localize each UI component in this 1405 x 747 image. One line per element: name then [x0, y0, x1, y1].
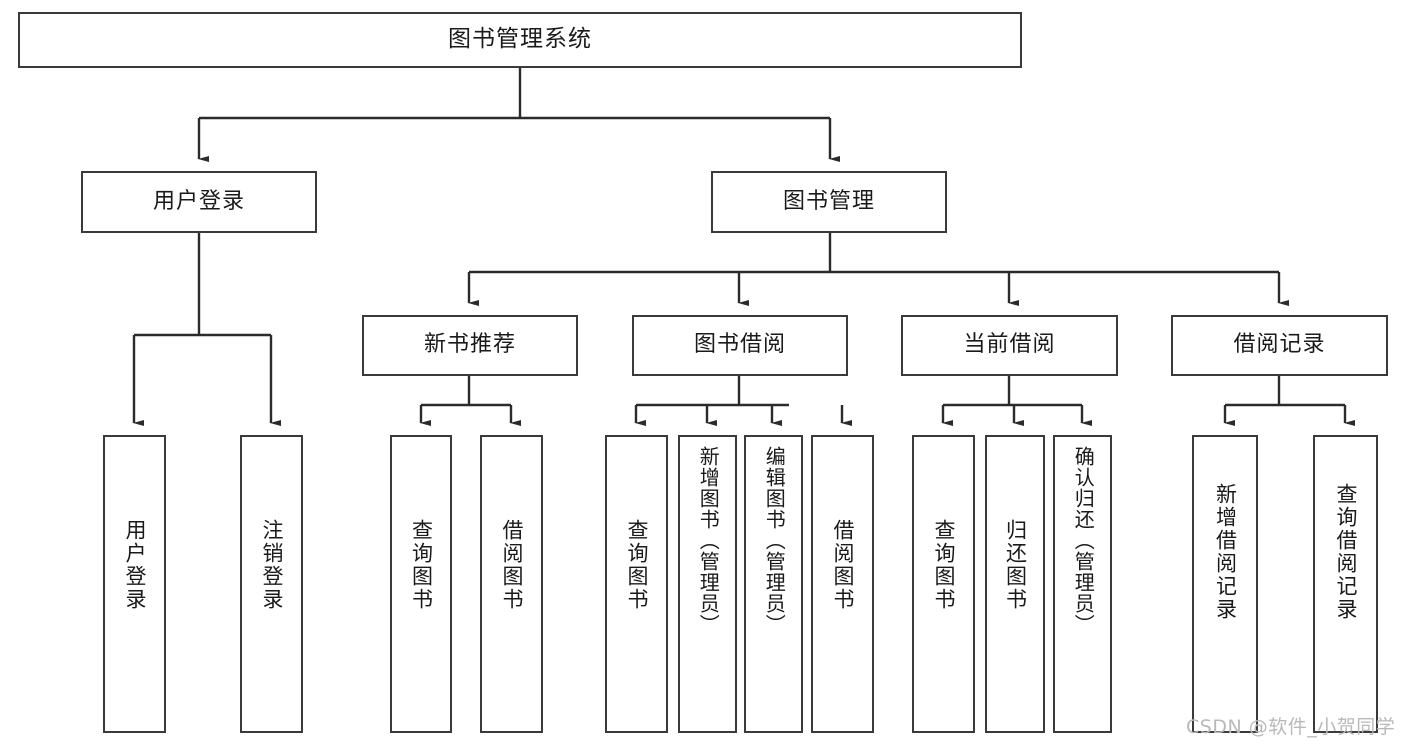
- leaf-user-login[interactable]: 用户登录: [103, 435, 166, 733]
- leaf-add-borrow-record[interactable]: 新增借阅记录: [1192, 435, 1258, 733]
- leaf-label: 借阅图书: [499, 519, 524, 611]
- leaf-query-book-recommend[interactable]: 查询图书: [390, 435, 452, 733]
- node-book-management[interactable]: 图书管理: [711, 171, 947, 233]
- node-label: 图书管理: [782, 188, 875, 214]
- leaf-label: 编辑图书（管理员）: [762, 446, 787, 635]
- node-borrow-record[interactable]: 借阅记录: [1171, 315, 1388, 376]
- node-label: 图书管理系统: [448, 26, 592, 53]
- node-current-borrow[interactable]: 当前借阅: [901, 315, 1118, 376]
- leaf-label: 归还图书: [1003, 519, 1028, 611]
- node-label: 图书借阅: [693, 332, 786, 358]
- node-user-login[interactable]: 用户登录: [81, 171, 317, 233]
- node-label: 新书推荐: [423, 332, 516, 358]
- leaf-query-book-borrow[interactable]: 查询图书: [605, 435, 668, 733]
- leaf-borrow-book-recommend[interactable]: 借阅图书: [480, 435, 543, 733]
- leaf-return-book[interactable]: 归还图书: [985, 435, 1045, 733]
- node-book-borrow[interactable]: 图书借阅: [632, 315, 848, 376]
- leaf-label: 查询图书: [409, 519, 434, 611]
- leaf-label: 查询借阅记录: [1333, 483, 1358, 621]
- node-label: 用户登录: [152, 188, 245, 214]
- leaf-label: 注销登录: [259, 519, 284, 611]
- csdn-watermark: CSDN @软件_小贺同学: [1186, 716, 1396, 738]
- leaf-query-borrow-record[interactable]: 查询借阅记录: [1313, 435, 1378, 733]
- leaf-label: 新增借阅记录: [1213, 483, 1238, 621]
- leaf-add-book-admin[interactable]: 新增图书（管理员）: [678, 435, 737, 733]
- leaf-borrow-book[interactable]: 借阅图书: [811, 435, 874, 733]
- leaf-query-book-current[interactable]: 查询图书: [912, 435, 975, 733]
- leaf-label: 查询图书: [931, 519, 956, 611]
- node-label: 当前借阅: [963, 332, 1056, 358]
- leaf-label: 查询图书: [624, 519, 649, 611]
- leaf-label: 用户登录: [122, 519, 147, 611]
- node-label: 借阅记录: [1233, 332, 1326, 358]
- leaf-confirm-return-admin[interactable]: 确认归还（管理员）: [1053, 435, 1112, 733]
- leaf-user-logout[interactable]: 注销登录: [240, 435, 303, 733]
- leaf-label: 新增图书（管理员）: [696, 446, 721, 635]
- leaf-edit-book-admin[interactable]: 编辑图书（管理员）: [744, 435, 803, 733]
- leaf-label: 确认归还（管理员）: [1071, 446, 1096, 635]
- leaf-label: 借阅图书: [830, 519, 855, 611]
- node-new-book-recommend[interactable]: 新书推荐: [362, 315, 578, 376]
- node-root-book-management-system[interactable]: 图书管理系统: [18, 12, 1022, 68]
